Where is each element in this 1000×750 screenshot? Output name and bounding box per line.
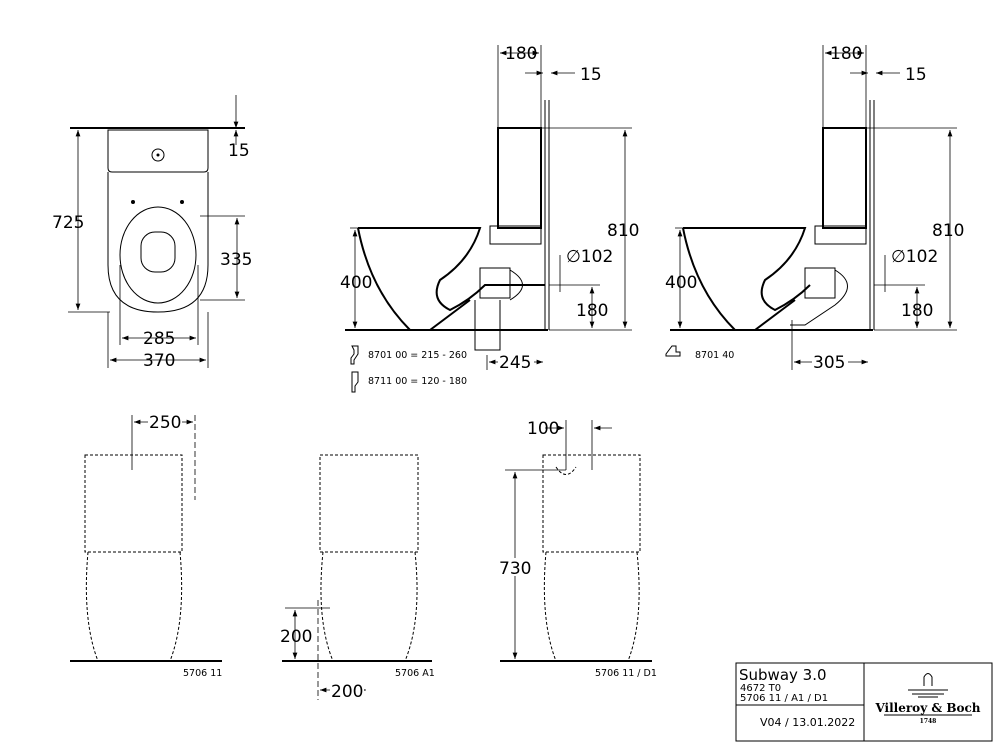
dim-250: 250 [149,413,181,433]
dim-diameter-102: ∅102 [566,247,613,267]
model-label: 5706 A1 [395,668,435,679]
top-view: 725 15 335 285 370 [52,95,252,371]
side-view-wall-outlet: 180 15 810 400 ∅102 180 245 8701 00 = 21… [340,44,639,393]
product-code-1: 4672 T0 [740,683,781,694]
title-block: Subway 3.0 4672 T0 5706 11 / A1 / D1 V04… [735,662,993,742]
dim-200-horizontal: 200 [331,682,363,702]
dim-245: 245 [499,353,531,373]
brand-name: Villeroy & Boch [874,701,980,715]
floor-trap-icon [665,345,681,357]
side-view-floor-outlet: 180 15 810 400 ∅102 180 305 8701 40 [665,44,964,373]
dim-335: 335 [220,250,252,270]
dim-725: 725 [52,213,84,233]
dim-810: 810 [932,221,964,241]
dim-400: 400 [340,273,372,293]
dim-730: 730 [499,559,531,579]
dim-diameter-102: ∅102 [891,247,938,267]
dim-400: 400 [665,273,697,293]
dim-285: 285 [143,329,175,349]
model-label: 5706 11 [183,668,222,679]
dim-15: 15 [228,141,250,161]
dim-15: 15 [580,65,602,85]
dim-100: 100 [527,419,559,439]
dim-200-vertical: 200 [280,627,312,647]
dim-15: 15 [905,65,927,85]
trap-note: 8701 40 [695,350,734,361]
model-label: 5706 11 / D1 [595,668,657,679]
product-name: Subway 3.0 [739,666,827,684]
version-date: V04 / 13.01.2022 [760,716,855,729]
front-view-3: 100 730 5706 11 / D1 [498,419,657,679]
dim-370: 370 [143,351,175,371]
front-view-1: 250 5706 11 [70,412,222,679]
dim-810: 810 [607,221,639,241]
dim-180: 180 [830,44,862,64]
brand-year: 1748 [920,718,937,725]
dim-180b: 180 [576,301,608,321]
dim-180: 180 [505,44,537,64]
front-view-2: 200 200 5706 A1 [280,454,435,702]
trap-note-1: 8701 00 = 215 - 260 [368,350,467,361]
trap-icon-1 [350,345,359,365]
product-code-2: 5706 11 / A1 / D1 [740,693,828,704]
dim-180b: 180 [901,301,933,321]
brand-logo: Villeroy & Boch 1748 [874,673,981,725]
dim-305: 305 [813,353,845,373]
trap-note-2: 8711 00 = 120 - 180 [368,376,467,387]
trap-icon-2 [351,371,359,393]
